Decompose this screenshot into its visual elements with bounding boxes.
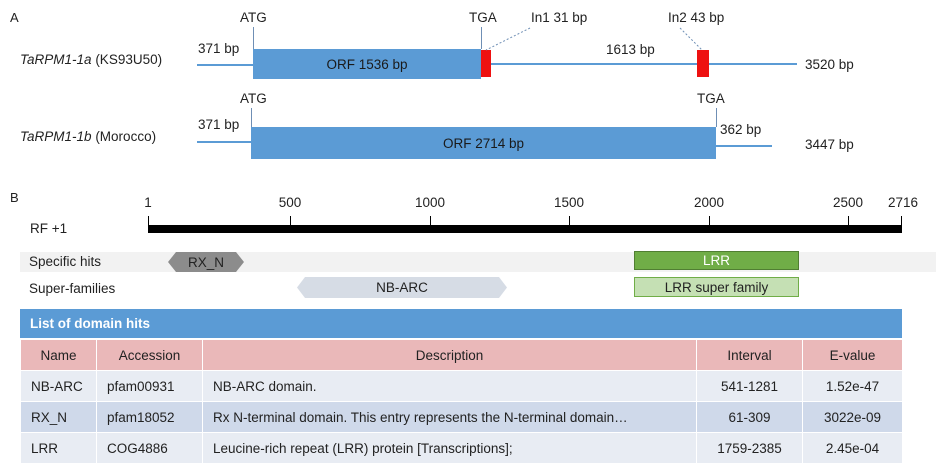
table-header: Name	[20, 339, 97, 371]
table-header: Interval	[696, 339, 803, 371]
ruler-tick	[848, 216, 849, 225]
table-header: Description	[202, 339, 697, 371]
table-cell-interval: 61-309	[696, 401, 803, 433]
gene1-intron2-box	[697, 50, 709, 77]
gene1-orf-box: ORF 1536 bp	[253, 49, 481, 79]
table-cell-description: Rx N-terminal domain. This entry represe…	[202, 401, 697, 433]
ruler-tick-label: 1	[144, 195, 152, 210]
table-cell-accession[interactable]: pfam00931	[96, 370, 203, 402]
gene1-utr3-label: 1613 bp	[606, 42, 655, 57]
table-cell-accession[interactable]: COG4886	[96, 432, 203, 464]
table-cell-description: Leucine-rich repeat (LRR) protein [Trans…	[202, 432, 697, 464]
gene2-atg-label: ATG	[240, 91, 267, 106]
gene1-utr3-line	[491, 63, 697, 65]
table-header: Accession	[96, 339, 203, 371]
gene1-intron1-box	[481, 50, 491, 77]
table-cell-description: NB-ARC domain.	[202, 370, 697, 402]
gene2-orf-box: ORF 2714 bp	[251, 127, 716, 159]
gene1-tga-pointer	[481, 27, 482, 49]
gene1-tail-line	[709, 63, 797, 65]
ruler-tick	[569, 216, 570, 225]
gene1-intron2-label: In2 43 bp	[668, 10, 725, 25]
table-header: E-value	[802, 339, 903, 371]
gene1-variety: (KS93U50)	[95, 52, 163, 67]
table-cell-evalue: 2.45e-04	[802, 432, 903, 464]
gene1-atg-label: ATG	[240, 10, 267, 25]
ruler-tick-label: 500	[278, 195, 302, 210]
domain-lrr[interactable]: LRR	[634, 251, 799, 270]
specific-hits-label: Specific hits	[29, 254, 102, 269]
gene2-utr3-label: 362 bp	[720, 122, 762, 137]
table-cell-name: RX_N	[20, 401, 97, 433]
table-row[interactable]: RX_N pfam18052 Rx N-terminal domain. Thi…	[20, 401, 903, 433]
domain-rx-n[interactable]: RX_N	[168, 252, 244, 272]
protein-ruler	[148, 225, 902, 233]
table-cell-name: LRR	[20, 432, 97, 464]
panel-a-letter: A	[10, 10, 19, 25]
table-cell-evalue: 3022e-09	[802, 401, 903, 433]
gene2-utr5-line	[197, 141, 251, 143]
table-cell-evalue: 1.52e-47	[802, 370, 903, 402]
gene2-utr3-line	[716, 145, 772, 147]
reading-frame-label: RF +1	[30, 221, 68, 236]
gene2-variety: (Morocco)	[95, 129, 157, 144]
table-header-row: Name Accession Description Interval E-va…	[20, 339, 903, 371]
domain-hits-title: List of domain hits	[20, 309, 902, 338]
ruler-tick	[148, 216, 149, 225]
gene1-utr5-label: 371 bp	[198, 41, 240, 56]
panel-b-letter: B	[10, 190, 19, 205]
table-cell-interval: 1759-2385	[696, 432, 803, 464]
gene2-tga-label: TGA	[697, 91, 725, 106]
ruler-tick-label: 2000	[693, 195, 725, 210]
table-cell-accession[interactable]: pfam18052	[96, 401, 203, 433]
domain-hits-table: Name Accession Description Interval E-va…	[20, 339, 903, 464]
ruler-tick	[430, 216, 431, 225]
ruler-tick	[709, 216, 710, 225]
gene1-intron1-label: In1 31 bp	[531, 10, 588, 25]
gene1-label: TaRPM1-1a (KS93U50)	[20, 52, 162, 67]
table-row[interactable]: NB-ARC pfam00931 NB-ARC domain. 541-1281…	[20, 370, 903, 402]
gene1-atg-pointer	[253, 27, 254, 49]
gene2-tga-pointer	[716, 108, 717, 127]
domain-nb-arc[interactable]: NB-ARC	[297, 277, 507, 298]
ruler-tick-label: 2716	[887, 195, 919, 210]
table-cell-interval: 541-1281	[696, 370, 803, 402]
ruler-tick-label: 1500	[553, 195, 585, 210]
table-cell-name: NB-ARC	[20, 370, 97, 402]
table-row[interactable]: LRR COG4886 Leucine-rich repeat (LRR) pr…	[20, 432, 903, 464]
gene2-label: TaRPM1-1b (Morocco)	[20, 129, 156, 144]
ruler-tick-label: 1000	[414, 195, 446, 210]
gene1-tga-label: TGA	[469, 10, 497, 25]
gene1-utr5-line	[197, 64, 253, 66]
super-families-label: Super-families	[29, 281, 116, 296]
gene1-intron-pointers	[485, 27, 703, 51]
domain-lrr-super-family[interactable]: LRR super family	[634, 277, 799, 297]
gene2-utr5-label: 371 bp	[198, 117, 240, 132]
gene2-atg-pointer	[251, 108, 252, 127]
ruler-tick	[290, 216, 291, 225]
gene1-name: TaRPM1-1a	[20, 52, 92, 67]
ruler-tick	[901, 216, 902, 225]
gene2-total-label: 3447 bp	[805, 137, 854, 152]
ruler-tick-label: 2500	[832, 195, 864, 210]
gene1-total-label: 3520 bp	[805, 57, 854, 72]
gene2-name: TaRPM1-1b	[20, 129, 92, 144]
